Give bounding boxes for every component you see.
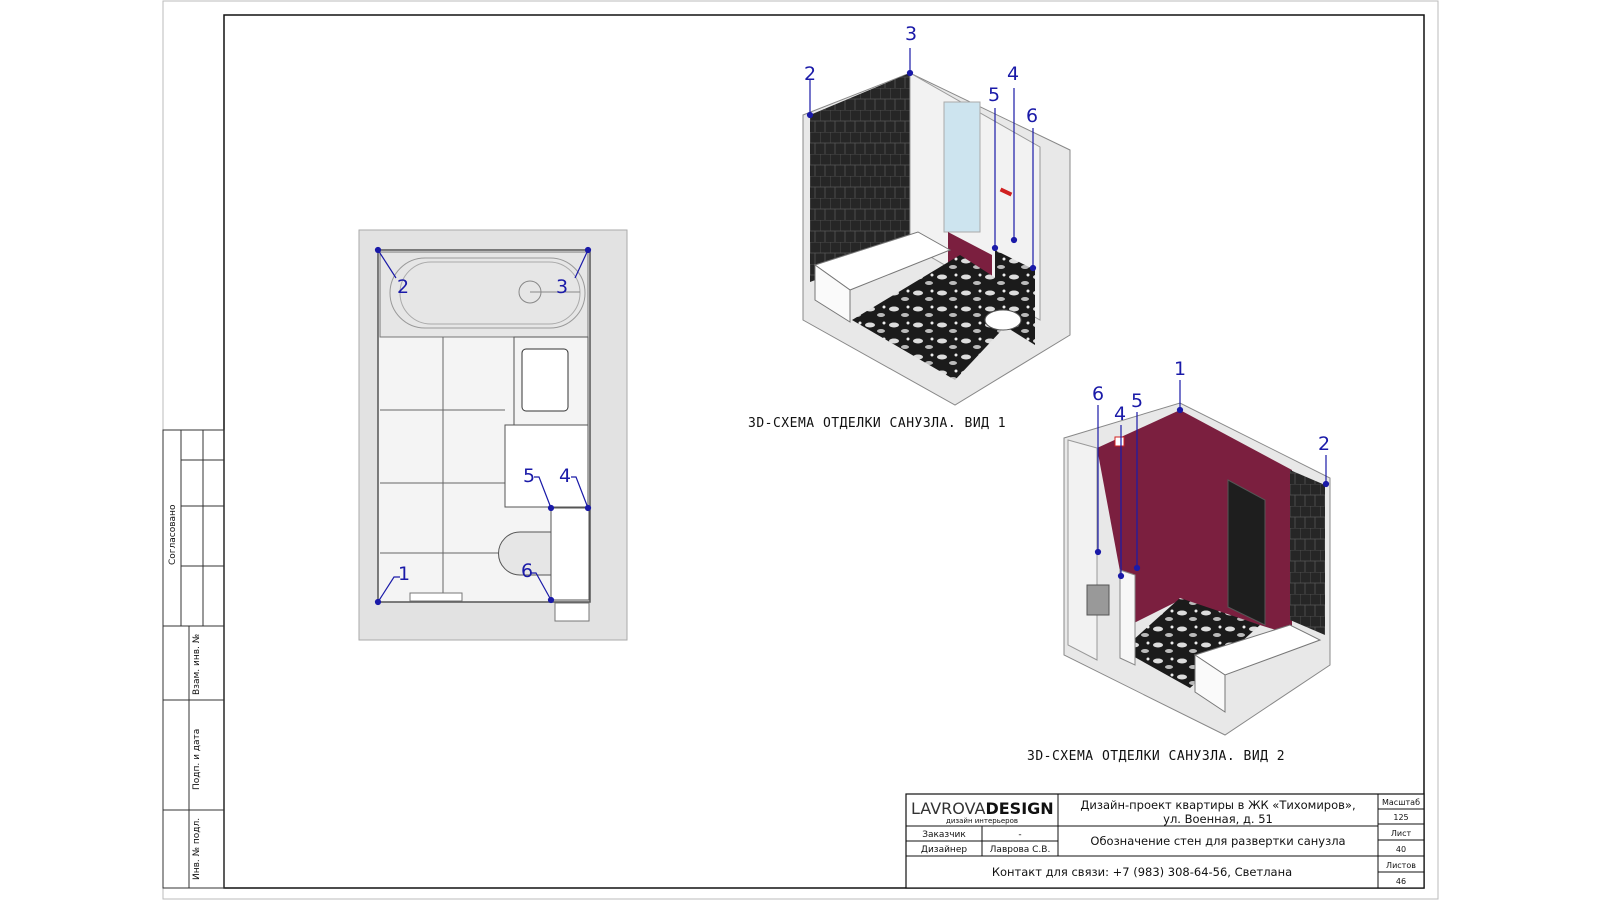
- view2-marker-2: 2: [1318, 433, 1330, 455]
- sink: [521, 348, 569, 412]
- sheet-value: 40: [1396, 845, 1406, 854]
- stamp-agreed: Согласовано: [168, 504, 178, 565]
- plan-marker-1: 1: [398, 563, 410, 585]
- customer-value: -: [1018, 830, 1021, 840]
- view1-marker-5: 5: [988, 84, 1000, 106]
- view2-marker-1: 1: [1174, 358, 1186, 380]
- sheets-value: 46: [1396, 877, 1406, 886]
- left-stamp: Согласовано Взам. инв. № Подп. и дата Ин…: [162, 429, 225, 889]
- floor-plan: 1 2 3 4 5 6: [358, 229, 628, 641]
- plan-marker-5: 5: [523, 465, 535, 487]
- view1-marker-2: 2: [804, 63, 816, 85]
- toilet: [498, 531, 552, 576]
- view1-marker-4: 4: [1007, 63, 1019, 85]
- scale-value: 125: [1393, 813, 1408, 822]
- door: [1227, 479, 1266, 626]
- logo-subtitle: дизайн интерьеров: [946, 817, 1018, 825]
- logo: LAVROVADESIGN: [911, 799, 1054, 818]
- plan-marker-2: 2: [397, 276, 409, 298]
- view1-marker-3: 3: [905, 23, 917, 45]
- view1-marker-6: 6: [1026, 105, 1038, 127]
- 3d-view-2: 6 4 5 1 2 3D-СХЕМА ОТДЕЛКИ САНУЗЛА. ВИД …: [1027, 358, 1331, 764]
- project-line-2: ул. Военная, д. 51: [1163, 812, 1273, 826]
- view2-marker-5: 5: [1131, 390, 1143, 412]
- sheet-label: Лист: [1391, 829, 1412, 838]
- stamp-inv-orig: Инв. № подл.: [192, 818, 202, 880]
- view2-caption: 3D-СХЕМА ОТДЕЛКИ САНУЗЛА. ВИД 2: [1027, 749, 1285, 764]
- contact: Контакт для связи: +7 (983) 308-64-56, С…: [992, 865, 1292, 879]
- toilet-3d: [984, 309, 1022, 331]
- plan-marker-3: 3: [556, 276, 568, 298]
- sheets-label: Листов: [1386, 861, 1416, 870]
- designer-label: Дизайнер: [921, 845, 967, 855]
- sheet-title: Обозначение стен для развертки санузла: [1090, 834, 1345, 848]
- plan-marker-4: 4: [559, 465, 571, 487]
- stamp-inv-swap: Взам. инв. №: [192, 634, 202, 695]
- mirror: [943, 101, 981, 233]
- scale-label: Масштаб: [1382, 798, 1420, 807]
- view2-marker-4: 4: [1114, 403, 1126, 425]
- designer-value: Лаврова С.В.: [990, 845, 1051, 855]
- view1-caption: 3D-СХЕМА ОТДЕЛКИ САНУЗЛА. ВИД 1: [748, 416, 1006, 431]
- view2-marker-6: 6: [1092, 383, 1104, 405]
- plan-marker-6: 6: [521, 560, 533, 582]
- title-block: LAVROVADESIGN дизайн интерьеров Дизайн-п…: [905, 793, 1425, 889]
- customer-label: Заказчик: [922, 830, 966, 840]
- stamp-sign-date: Подп. и дата: [192, 729, 202, 790]
- project-line-1: Дизайн-проект квартиры в ЖК «Тихомиров»,: [1080, 798, 1355, 812]
- 3d-view-1: 2 3 4 5 6 3D-СХЕМА ОТДЕЛКИ САНУЗЛА. ВИД …: [748, 23, 1071, 431]
